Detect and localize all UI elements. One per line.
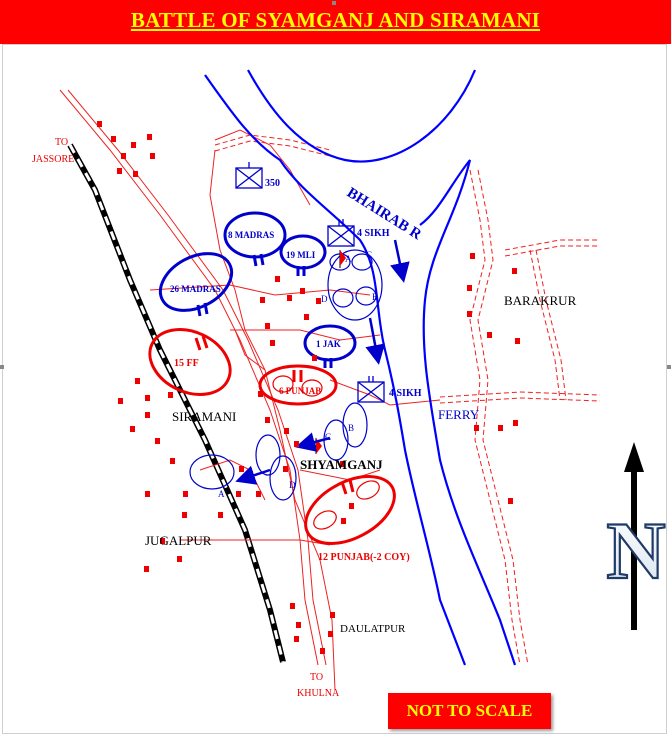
map-title: BATTLE OF SYAMGANJ AND SIRAMANI (130, 8, 541, 32)
enemy-sub-position (313, 510, 337, 530)
enemy-sub-position (301, 379, 323, 397)
company-area (332, 288, 354, 308)
unit-symbol-4-sikh-south (357, 376, 385, 403)
unit-label-19-mli: 19 MLI (286, 250, 316, 260)
unit-label-15-ff: 15 FF (174, 358, 199, 369)
track-network (214, 134, 601, 666)
not-to-scale-label: NOT TO SCALE (406, 701, 533, 720)
road-network (59, 89, 441, 691)
railway-line (67, 143, 286, 663)
unit-label-26-madras: 26 MADRAS (170, 284, 221, 294)
resize-handle (332, 1, 336, 5)
unit-label-350: 350 (265, 178, 280, 189)
company-area (255, 434, 281, 476)
company-label-b: B (348, 423, 354, 433)
resize-handle (667, 365, 671, 369)
place-jugalpur: JUGALPUR (145, 533, 212, 548)
place-daulatpur: DAULATPUR (340, 623, 406, 635)
company-label-a: A (218, 489, 225, 499)
company-label-b: B (372, 292, 378, 302)
unit-label-8-madras: 8 MADRAS (228, 230, 274, 240)
company-label-d: D (289, 480, 296, 490)
hq-symbol-350 (235, 162, 263, 189)
company-label-a: A (345, 254, 352, 264)
map-frame (2, 44, 667, 734)
enemy-sub-position (272, 375, 294, 393)
enemy-sub-position (356, 480, 380, 500)
place-shyamganj: SHYAMGANJ (300, 457, 383, 472)
north-letter: N (606, 505, 665, 596)
flag-marker (339, 250, 346, 268)
company-area (355, 286, 377, 306)
unit-label-12-punjab: 12 PUNJAB(-2 COY) (318, 552, 410, 563)
label-to: TO (55, 137, 68, 148)
attack-arrows (235, 239, 410, 485)
company-label-c: C (325, 432, 331, 442)
unit-label-4-sikh-north: 4 SIKH (357, 228, 390, 239)
ferry-label: FERRY (438, 407, 480, 422)
sikh-battalion-area (327, 249, 383, 321)
place-siramani: SIRAMANI (172, 409, 236, 424)
north-arrow (624, 442, 644, 630)
company-area (351, 253, 373, 271)
company-label-d: D (321, 294, 328, 304)
enemy-positions (148, 328, 396, 545)
label-jassore: JASSORE (32, 154, 74, 165)
village-markers (97, 121, 520, 654)
friendly-positions (158, 211, 357, 368)
bhairab-river (204, 69, 517, 666)
place-barakrur: BARAKRUR (504, 293, 577, 308)
not-to-scale-box: NOT TO SCALE (388, 693, 551, 729)
unit-symbol-4-sikh-north (327, 219, 355, 247)
label-to: TO (310, 672, 323, 683)
unit-label-6-punjab: 6 PUNJAB (279, 386, 321, 396)
company-area (269, 455, 297, 501)
title-bar (0, 0, 671, 44)
unit-label-1-jak: 1 JAK (316, 339, 341, 349)
label-khulna: KHULNA (297, 688, 340, 699)
company-label-c: C (366, 250, 372, 260)
resize-handle (0, 365, 4, 369)
company-area (342, 402, 368, 448)
unit-label-4-sikh-south: 4 SIKH (389, 388, 422, 399)
company-area (189, 454, 235, 490)
